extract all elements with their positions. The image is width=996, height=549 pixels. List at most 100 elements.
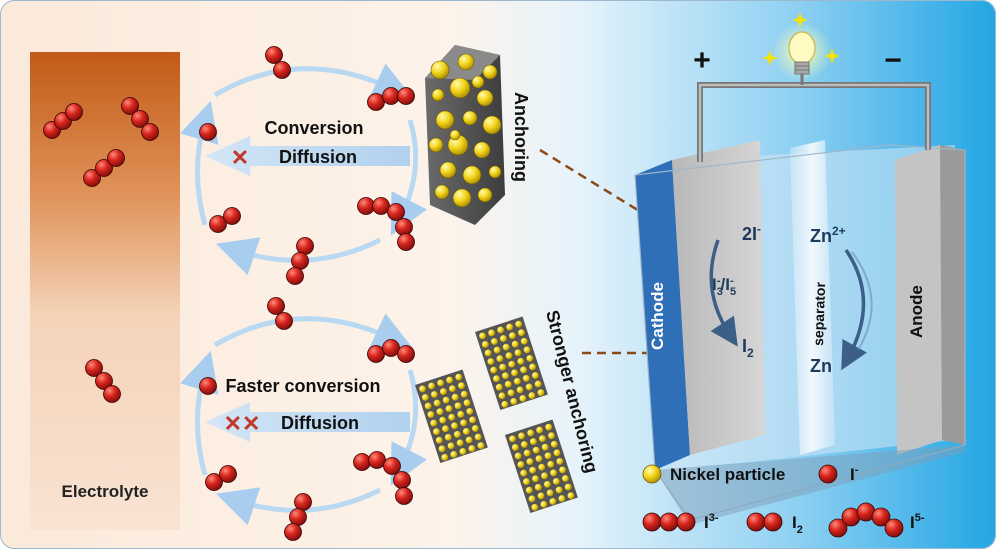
nickel-particle bbox=[511, 340, 519, 348]
nickel-particle bbox=[448, 413, 456, 421]
nickel-particle bbox=[515, 320, 523, 328]
nickel-particle bbox=[490, 338, 498, 345]
nickel-particle bbox=[517, 461, 525, 468]
nickel-particle bbox=[434, 184, 450, 200]
nickel-particle bbox=[490, 366, 498, 374]
nickel-particle bbox=[518, 329, 525, 337]
cycle-arrow bbox=[213, 313, 414, 350]
nickel-particle bbox=[511, 444, 519, 451]
nickel-particle bbox=[567, 492, 575, 499]
nickel-particle bbox=[435, 110, 455, 130]
sparkle-icons bbox=[762, 12, 840, 66]
nickel-particle bbox=[534, 483, 542, 491]
nickel-particle bbox=[552, 478, 560, 485]
nickel-particle bbox=[446, 376, 454, 384]
nickel-particle bbox=[504, 380, 512, 388]
nickel-particle bbox=[430, 391, 438, 398]
nickel-particle bbox=[538, 463, 546, 471]
cathode-reaction-arrow bbox=[709, 239, 738, 347]
nickel-particle bbox=[462, 165, 482, 185]
anode-reaction-arrow-up bbox=[851, 251, 873, 351]
nickel-particle bbox=[463, 399, 471, 407]
nickel-particle bbox=[421, 394, 429, 401]
lower-pentaiodide bbox=[353, 451, 413, 505]
nickel-particle bbox=[452, 188, 472, 208]
cycle-arrow bbox=[213, 63, 414, 100]
nickel-particle bbox=[513, 377, 521, 385]
nickel-particle bbox=[439, 416, 447, 424]
nickel-particle bbox=[520, 337, 528, 345]
nickel-particle bbox=[525, 383, 533, 391]
nickel-particle bbox=[466, 407, 474, 415]
nickel-particle bbox=[537, 389, 545, 396]
anchoring-label: Anchoring bbox=[511, 92, 531, 182]
lower-iodine-left bbox=[205, 465, 237, 491]
lower-iodide-left bbox=[199, 377, 217, 395]
nickel-particle bbox=[549, 498, 557, 505]
nickel-particle bbox=[556, 457, 564, 465]
nickel-particle bbox=[496, 355, 504, 362]
nickel-particle bbox=[508, 360, 516, 368]
nickel-particle bbox=[488, 329, 495, 337]
nickel-particle bbox=[541, 443, 549, 451]
nickel-particle bbox=[543, 480, 551, 488]
nickel-particle bbox=[462, 110, 478, 126]
legend: Nickel particle I- I3- I2 I5- bbox=[642, 464, 925, 538]
nickel-particle bbox=[445, 405, 453, 413]
nickel-particle bbox=[453, 430, 461, 438]
negative-terminal-sign: − bbox=[884, 44, 902, 77]
nickel-particle bbox=[450, 450, 458, 458]
nickel-particle bbox=[433, 428, 440, 436]
anode-label: Anode bbox=[907, 285, 926, 338]
nickel-particle bbox=[516, 386, 524, 394]
nickel-particle bbox=[456, 439, 464, 447]
cathode-plate-edge bbox=[635, 160, 690, 470]
cathode-plate bbox=[672, 140, 765, 455]
zinc-metal-label: Zn bbox=[810, 356, 832, 376]
nickel-particle bbox=[442, 425, 449, 433]
upper-triiodide-bottom bbox=[286, 237, 314, 285]
nickel-particle bbox=[529, 363, 537, 371]
nickel-particle bbox=[455, 373, 463, 381]
nickel-particle bbox=[553, 449, 561, 457]
legend-iodine-swatch bbox=[746, 512, 783, 532]
anchoring-host-slab bbox=[505, 419, 578, 513]
nickel-particle bbox=[514, 452, 522, 460]
nickel-particle bbox=[544, 452, 552, 460]
nickel-particle bbox=[477, 187, 493, 203]
nickel-particle bbox=[430, 419, 438, 427]
cycle-arrow bbox=[390, 119, 427, 236]
nickel-particle bbox=[520, 469, 528, 477]
upper-diffusion-arrow bbox=[205, 136, 410, 176]
nickel-particle bbox=[546, 489, 554, 497]
nickel-particle bbox=[435, 436, 443, 444]
upper-iodide-left bbox=[199, 123, 217, 141]
lower-blocked-cross: ✕✕ bbox=[224, 411, 261, 436]
nickel-particle bbox=[558, 495, 566, 502]
nickel-particle bbox=[509, 435, 516, 443]
nickel-particle bbox=[526, 458, 534, 465]
lower-iodine-top bbox=[267, 297, 293, 330]
nickel-particle bbox=[517, 357, 525, 365]
nickel-particle bbox=[468, 445, 476, 452]
lower-triiodide-bottom bbox=[284, 493, 312, 541]
nickel-particle bbox=[419, 385, 426, 393]
nickel-particle bbox=[536, 426, 544, 434]
nickel-particle bbox=[500, 335, 507, 342]
legend-iodide-swatch bbox=[818, 464, 838, 484]
nickel-particle bbox=[459, 448, 467, 455]
nickel-particle bbox=[458, 382, 465, 390]
nickel-particle bbox=[447, 442, 455, 450]
legend-pentaiodide-swatch bbox=[828, 502, 904, 538]
nickel-particle bbox=[457, 53, 475, 71]
nickel-particle bbox=[462, 428, 470, 435]
nickel-particle bbox=[474, 433, 482, 441]
nickel-particle bbox=[519, 395, 527, 402]
nickel-particle bbox=[520, 366, 527, 374]
nickel-particle bbox=[518, 432, 525, 440]
nickel-particle bbox=[440, 388, 447, 395]
nickel-particle bbox=[442, 396, 450, 404]
nickel-particle bbox=[449, 129, 461, 141]
nickel-particle bbox=[545, 423, 553, 431]
